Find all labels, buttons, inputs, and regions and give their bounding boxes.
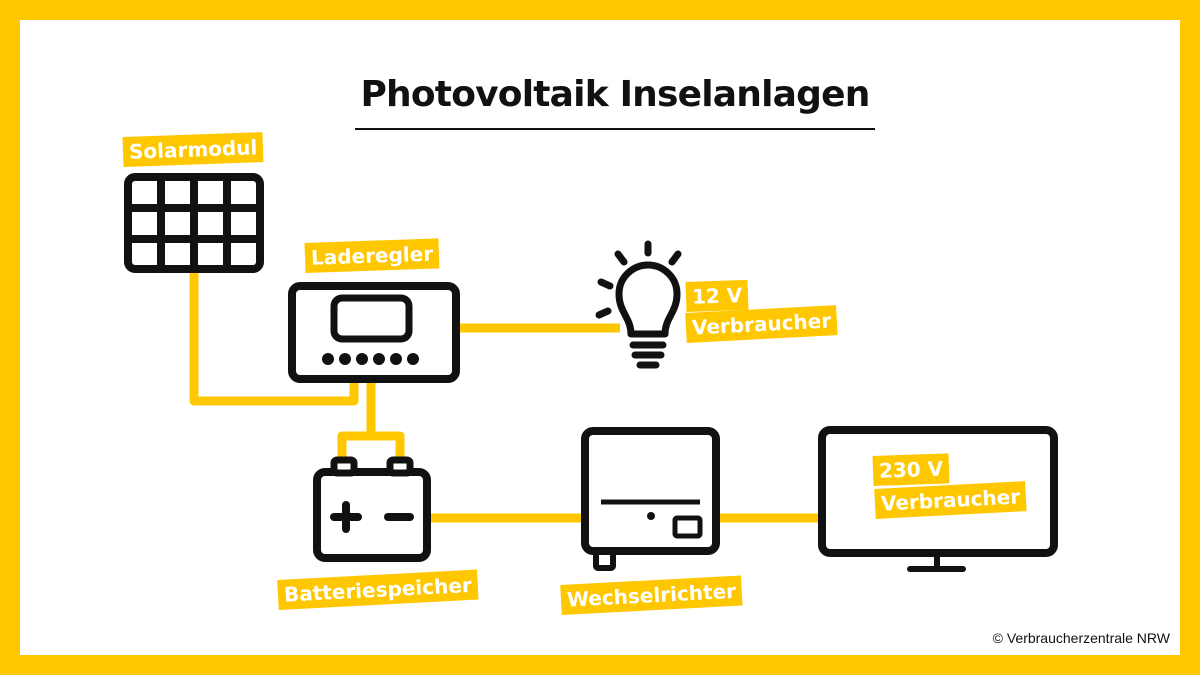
tv-monitor-icon	[818, 426, 1058, 572]
label-12v-voltage: 12 V	[685, 279, 749, 312]
inverter-icon	[581, 427, 720, 571]
wire-controller-to-battery	[337, 381, 405, 458]
battery-icon	[313, 456, 431, 562]
title-underline	[355, 128, 875, 130]
wire-solar-to-controller	[189, 270, 359, 406]
label-solarmodul: Solarmodul	[122, 132, 264, 167]
charge-controller-icon	[288, 282, 460, 383]
label-230v-voltage: 230 V	[872, 453, 950, 486]
light-bulb-icon	[595, 240, 682, 369]
page-title: Photovoltaik Inselanlagen	[360, 74, 870, 115]
copyright-notice: © Verbraucherzentrale NRW	[992, 630, 1170, 646]
label-laderegler: Laderegler	[304, 238, 440, 273]
solar-panel-icon	[124, 173, 264, 273]
wiring	[189, 270, 820, 523]
